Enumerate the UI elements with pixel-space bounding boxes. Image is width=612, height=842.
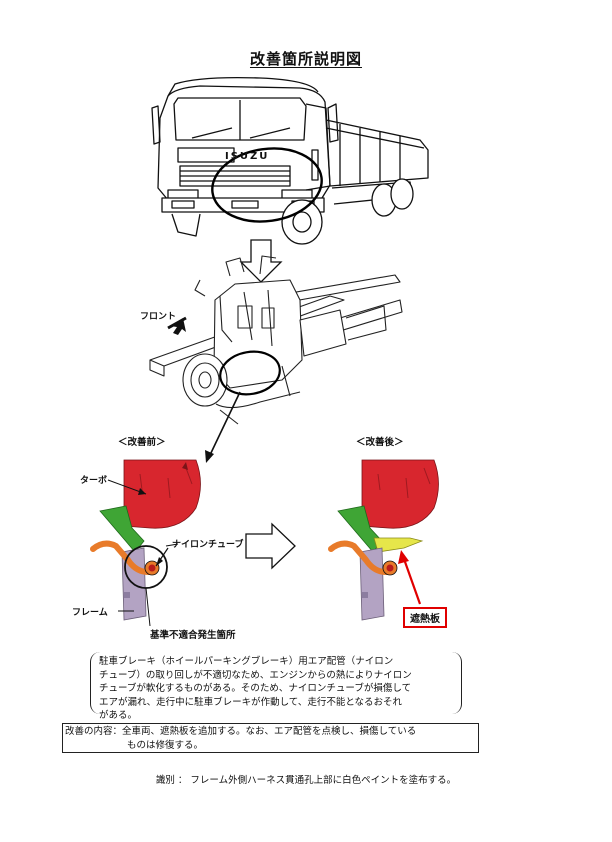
front-label: フロント <box>140 312 177 322</box>
after-label: ＜改善後＞ <box>356 437 404 448</box>
remedy-line-2: ものは修復する。 <box>127 740 204 751</box>
after-detail <box>328 459 439 621</box>
green-bracket-after <box>337 505 383 553</box>
chassis-highlight-ellipse <box>219 350 281 396</box>
remedy-line-1: 改善の内容：全車両、遮熱板を追加する。なお、エア配管を点検し、損傷している <box>65 726 417 737</box>
front-arrow-icon <box>167 316 187 335</box>
truck-brand: ISUZU <box>225 151 270 162</box>
nonconformity-label: 基準不適合発生箇所 <box>150 630 236 641</box>
heat-shield-label: 遮熱板 <box>403 607 447 628</box>
description-line: チューブ）の取り回しが不適切なため、エンジンからの熱によりナイロン <box>99 669 412 681</box>
page-title: 改善箇所説明図 <box>249 50 362 68</box>
nonconformity-leader <box>145 587 151 627</box>
description-line: 駐車ブレーキ（ホイールパーキングブレーキ）用エア配管（ナイロン <box>99 656 394 667</box>
leader-arrow <box>205 391 241 463</box>
green-bracket <box>99 505 145 553</box>
heat-shield-arrow <box>402 558 422 605</box>
frame-label: フレーム <box>72 608 108 618</box>
tube-leader <box>165 543 179 547</box>
turbo-housing-after <box>361 459 439 529</box>
identification-text: 識別 ： フレーム外側ハーネス貫通孔上部に白色ペイントを塗布する。 <box>155 775 457 786</box>
nylon-tube <box>90 540 159 576</box>
before-label: ＜改善前＞ <box>118 437 166 448</box>
turbo-label: ターボ <box>80 476 108 486</box>
description-line: がある。 <box>99 710 138 721</box>
description-text: 駐車ブレーキ（ホイールパーキングブレーキ）用エア配管（ナイロン チューブ）の取り… <box>99 652 453 721</box>
description-line: チューブが軟化するものがある。そのため、ナイロンチューブが損傷して <box>99 683 412 694</box>
frame-member-after <box>359 547 385 621</box>
chassis-illustration <box>149 255 403 425</box>
right-arrow-icon <box>245 522 296 570</box>
description-line: エアが漏れ、走行中に駐車ブレーキが作動して、走行不能となるおそれ <box>99 696 403 708</box>
nylon-tube-after <box>328 540 397 576</box>
truck-highlight-ellipse <box>211 147 323 223</box>
turbo-housing <box>123 459 201 529</box>
remedy-box: 改善の内容：全車両、遮熱板を追加する。なお、エア配管を点検し、損傷している もの… <box>62 723 479 753</box>
nylon-tube-label: ナイロンチューブ <box>172 540 244 550</box>
truck-illustration <box>151 76 429 245</box>
before-detail <box>90 459 201 627</box>
description-bracket <box>90 652 462 714</box>
